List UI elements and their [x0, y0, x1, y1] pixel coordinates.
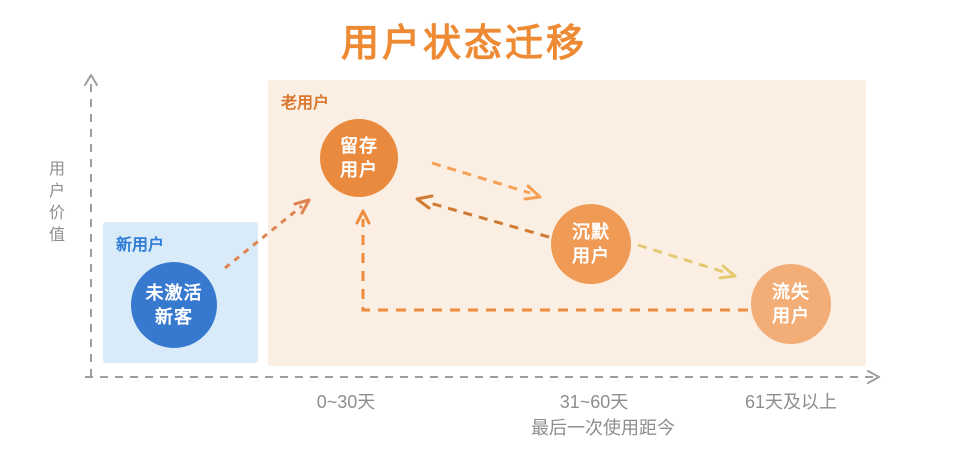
arrow-fade-head-icon — [523, 184, 542, 201]
arrow-winback-head-icon — [355, 209, 371, 225]
x-axis — [85, 370, 880, 384]
y-axis-arrowhead-icon — [84, 74, 98, 86]
arrow-fade — [431, 161, 542, 201]
arrow-churn-head-icon — [718, 264, 737, 280]
x-tick-31-60-days: 31~60天 — [559, 392, 629, 412]
arrow-reactivate — [415, 194, 550, 239]
old-users-group-label: 老用户 — [281, 95, 330, 112]
arrow-winback — [355, 209, 748, 312]
node-inactive-new-customer: 未激活 新客 — [131, 262, 217, 348]
arrow-activate — [224, 198, 311, 270]
page-title: 用户状态迁移 — [340, 23, 587, 65]
y-axis — [84, 74, 98, 377]
arrow-activate-head-icon — [293, 198, 311, 215]
arrow-churn — [637, 243, 737, 280]
new-users-group-label: 新用户 — [116, 237, 165, 254]
node-silent-users: 沉默 用户 — [551, 204, 631, 284]
x-axis-label: 最后一次使用距今 — [531, 418, 675, 438]
x-axis-arrowhead-icon — [867, 370, 880, 384]
x-tick-0-30-days: 0~30天 — [316, 392, 376, 412]
x-tick-61-plus-days: 61天及以上 — [744, 392, 838, 412]
node-churned-users: 流失 用户 — [751, 264, 831, 344]
arrow-reactivate-head-icon — [415, 194, 434, 210]
y-axis-label: 用户价值 — [46, 160, 63, 248]
node-retained-users: 留存 用户 — [320, 119, 398, 197]
